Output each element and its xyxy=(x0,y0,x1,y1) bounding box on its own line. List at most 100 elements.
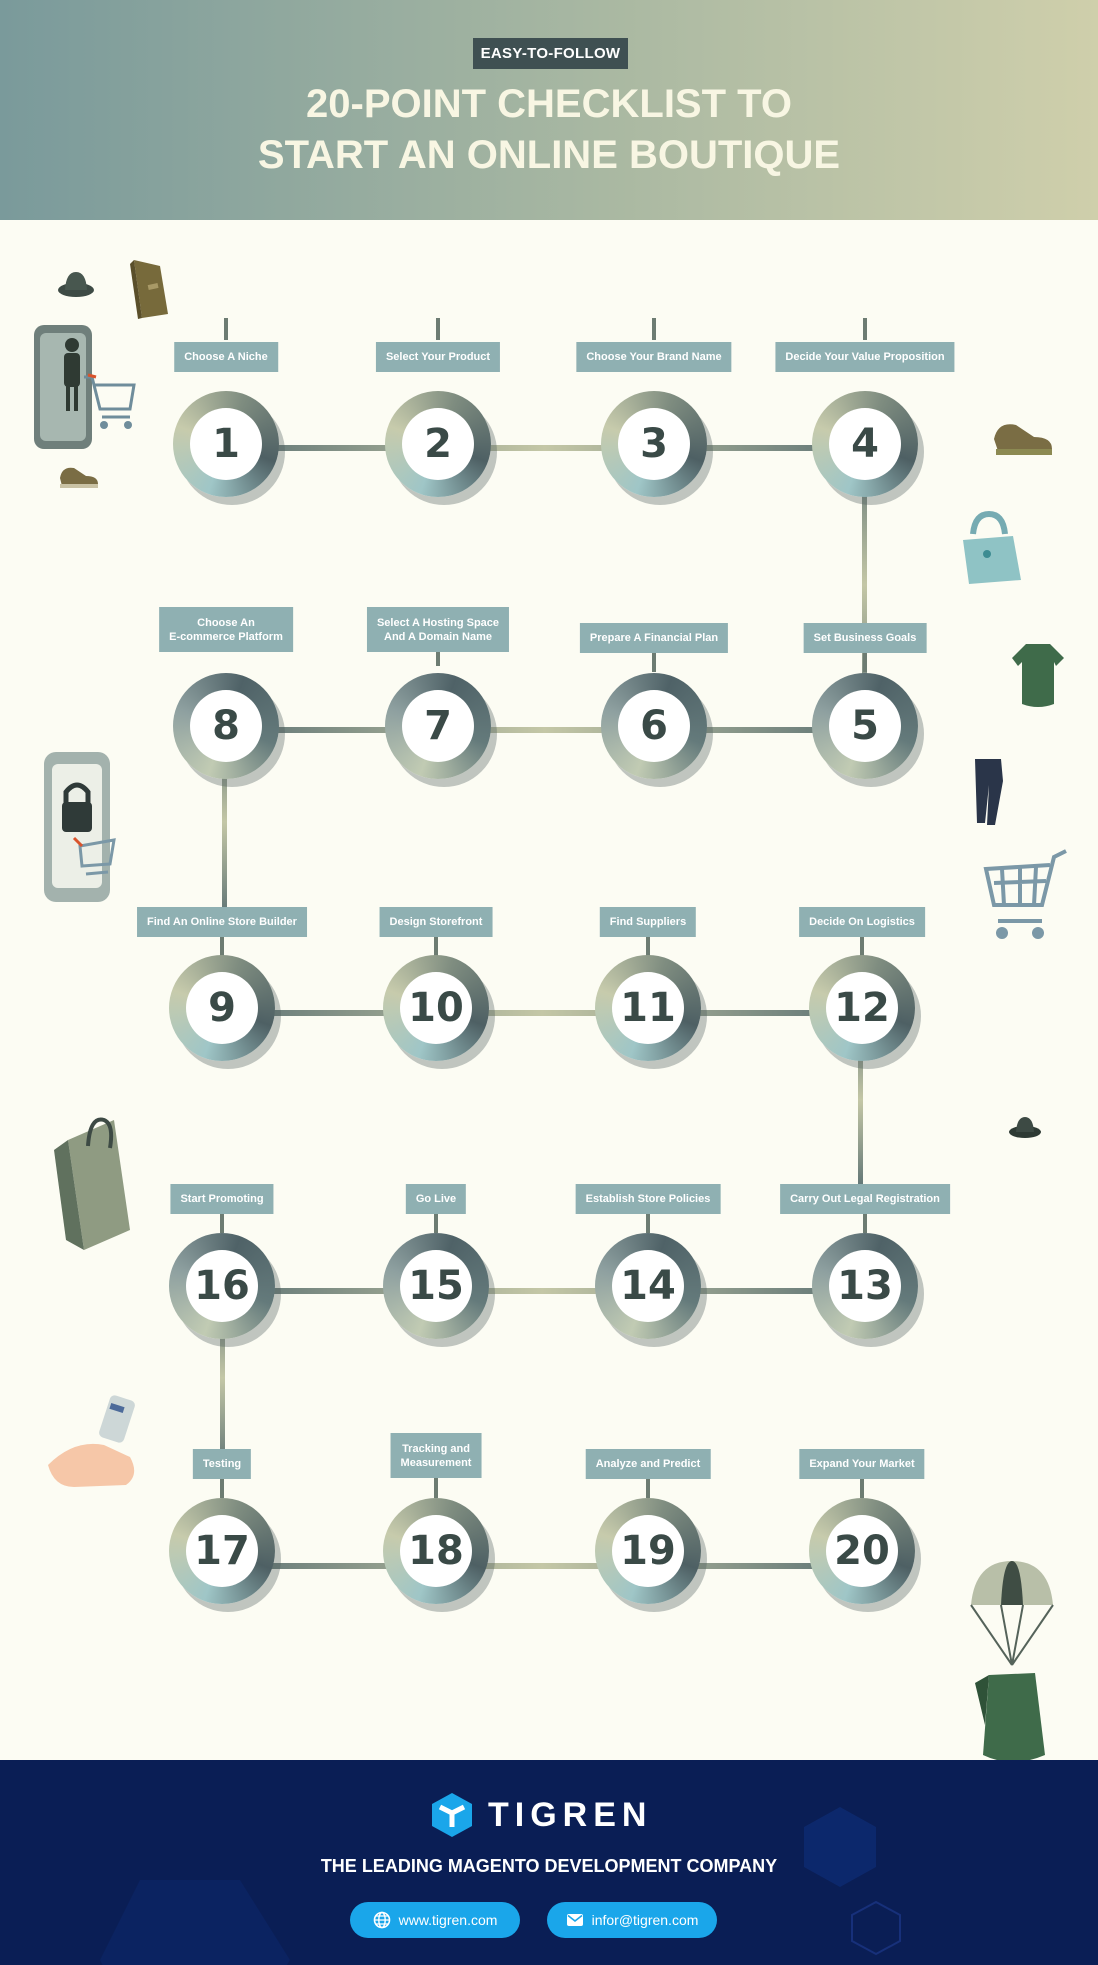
handbag-icon xyxy=(963,510,1021,584)
step-number: 16 xyxy=(186,1250,258,1322)
step-marker: 12 xyxy=(809,955,915,1061)
step-tick xyxy=(646,1478,650,1498)
step-tick xyxy=(434,935,438,957)
step-label: Decide Your Value Proposition xyxy=(775,342,955,372)
step-marker: 17 xyxy=(169,1498,275,1604)
website-text: www.tigren.com xyxy=(398,1912,498,1928)
shirt-icon xyxy=(1012,644,1064,707)
step-number: 7 xyxy=(402,690,474,762)
parachute-icon xyxy=(970,1561,1054,1762)
step-marker: 14 xyxy=(595,1233,701,1339)
globe-icon xyxy=(373,1911,390,1929)
step-marker: 11 xyxy=(595,955,701,1061)
step-tick xyxy=(863,1213,867,1233)
step-marker: 7 xyxy=(385,673,491,779)
connector-1-4 xyxy=(225,445,865,451)
step-label: Testing xyxy=(192,1449,252,1479)
shopping-bag-icon xyxy=(54,1117,130,1250)
step-marker: 20 xyxy=(809,1498,915,1604)
step-number: 4 xyxy=(829,408,901,480)
step-marker: 6 xyxy=(601,673,707,779)
step-marker: 2 xyxy=(385,391,491,497)
step-marker: 19 xyxy=(595,1498,701,1604)
step-number: 3 xyxy=(618,408,690,480)
sneaker-icon xyxy=(60,467,98,488)
step-tick xyxy=(434,1213,438,1233)
connector-4-5 xyxy=(862,445,867,725)
hat-icon xyxy=(58,272,94,297)
step-label: Prepare A Financial Plan xyxy=(579,623,729,653)
email-text: infor@tigren.com xyxy=(591,1912,699,1928)
checklist-flow: Choose A Niche 1 Select Your Product 2 C… xyxy=(0,220,1098,1762)
step-number: 6 xyxy=(618,690,690,762)
step-marker: 15 xyxy=(383,1233,489,1339)
step-label: Select A Hosting Space And A Domain Name xyxy=(366,607,510,652)
step-number: 17 xyxy=(186,1515,258,1587)
step-marker: 18 xyxy=(383,1498,489,1604)
step-label: Analyze and Predict xyxy=(585,1449,711,1479)
step-number: 5 xyxy=(829,690,901,762)
step-marker: 13 xyxy=(812,1233,918,1339)
step-number: 13 xyxy=(829,1250,901,1322)
step-tick xyxy=(652,652,656,672)
step-label: Start Promoting xyxy=(170,1184,274,1214)
hat-icon xyxy=(1009,1117,1041,1138)
shopping-cart-icon xyxy=(983,849,1067,939)
step-label: Find Suppliers xyxy=(599,907,697,937)
step-tick xyxy=(220,935,224,957)
step-label: Select Your Product xyxy=(375,342,501,372)
step-number: 12 xyxy=(826,972,898,1044)
step-label: Find An Online Store Builder xyxy=(137,907,307,937)
step-tick xyxy=(220,1213,224,1233)
connector-16-17 xyxy=(220,1288,225,1468)
step-label: Choose An E-commerce Platform xyxy=(159,607,293,652)
connector-5-8 xyxy=(225,727,865,733)
mail-icon xyxy=(566,1914,583,1926)
step-tick xyxy=(224,318,228,340)
email-link[interactable]: infor@tigren.com xyxy=(547,1902,717,1938)
step-marker: 10 xyxy=(383,955,489,1061)
step-number: 15 xyxy=(400,1250,472,1322)
step-label: Design Storefront xyxy=(379,907,493,937)
step-number: 14 xyxy=(612,1250,684,1322)
footer: TIGREN THE LEADING MAGENTO DEVELOPMENT C… xyxy=(0,1760,1098,1965)
wallet-icon xyxy=(130,260,168,319)
phone-lock-icon xyxy=(44,752,116,902)
connector-13-16 xyxy=(222,1288,862,1294)
brand-name: TIGREN xyxy=(488,1795,653,1834)
step-marker: 8 xyxy=(173,673,279,779)
step-tick xyxy=(436,318,440,340)
header-banner: EASY-TO-FOLLOW 20-POINT CHECKLIST TO STA… xyxy=(0,0,1098,220)
step-label: Decide On Logistics xyxy=(799,907,925,937)
step-number: 8 xyxy=(190,690,262,762)
step-label: Establish Store Policies xyxy=(575,1184,721,1214)
step-number: 2 xyxy=(402,408,474,480)
step-tick xyxy=(434,1478,438,1498)
step-tick xyxy=(646,1213,650,1233)
step-label: Go Live xyxy=(405,1184,467,1214)
step-number: 18 xyxy=(400,1515,472,1587)
step-label: Choose A Niche xyxy=(174,342,278,372)
tigren-logo-icon xyxy=(432,1793,472,1837)
step-tick xyxy=(220,1478,224,1498)
sneaker-icon xyxy=(994,424,1052,455)
step-label: Carry Out Legal Registration xyxy=(780,1184,950,1214)
step-tick xyxy=(860,935,864,957)
step-number: 20 xyxy=(826,1515,898,1587)
step-number: 19 xyxy=(612,1515,684,1587)
connector-12-13 xyxy=(858,1010,863,1190)
header-badge: EASY-TO-FOLLOW xyxy=(473,38,628,69)
website-link[interactable]: www.tigren.com xyxy=(350,1902,520,1938)
step-marker: 5 xyxy=(812,673,918,779)
trousers-icon xyxy=(975,759,1003,825)
tagline: THE LEADING MAGENTO DEVELOPMENT COMPANY xyxy=(320,1856,778,1876)
step-marker: 16 xyxy=(169,1233,275,1339)
step-number: 1 xyxy=(190,408,262,480)
step-tick xyxy=(646,935,650,957)
step-tick xyxy=(436,640,440,666)
connector-9-12 xyxy=(222,1010,862,1016)
connector-8-9 xyxy=(222,727,227,917)
step-marker: 3 xyxy=(601,391,707,497)
connector-17-20 xyxy=(222,1563,862,1569)
hexagon-decoration xyxy=(100,1880,290,1965)
